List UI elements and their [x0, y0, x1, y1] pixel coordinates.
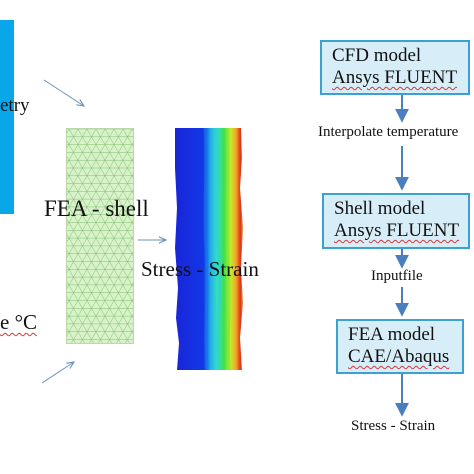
stress-strain-label: Stress - Strain [141, 257, 259, 281]
geometry-label: etry [0, 95, 30, 116]
cfd-model-title: CFD model [332, 45, 422, 66]
shell-model-title: Shell model [334, 198, 426, 219]
mesh-pattern [67, 129, 133, 343]
step-label-inputfile: Inputfile [371, 268, 423, 284]
fea-model-title: FEA model [348, 324, 436, 345]
arrow-geometry-to-fea [43, 79, 84, 106]
geometry-strip [0, 20, 14, 214]
cfd-model-software: Ansys FLUENT [332, 67, 458, 88]
contour-plot [175, 128, 243, 370]
temperature-text: e °C [0, 310, 37, 334]
shell-model-box: Shell model Ansys FLUENT [322, 193, 470, 249]
fea-model-software: CAE/Abaqus [348, 346, 450, 367]
step-label-interpolate: Interpolate temperature [318, 124, 459, 140]
cfd-model-box: CFD model Ansys FLUENT [320, 40, 470, 95]
shell-model-software: Ansys FLUENT [334, 220, 460, 241]
fea-shell-label: FEA - shell [44, 196, 149, 221]
temperature-label: e °C [0, 312, 37, 333]
fea-shell-mesh [66, 128, 134, 344]
mesh-lines [67, 129, 133, 343]
fea-model-box: FEA model CAE/Abaqus [336, 319, 464, 374]
stress-strain-contour [175, 128, 245, 370]
arrow-temperature-to-fea [41, 362, 74, 384]
step-label-stress-strain: Stress - Strain [351, 418, 436, 434]
